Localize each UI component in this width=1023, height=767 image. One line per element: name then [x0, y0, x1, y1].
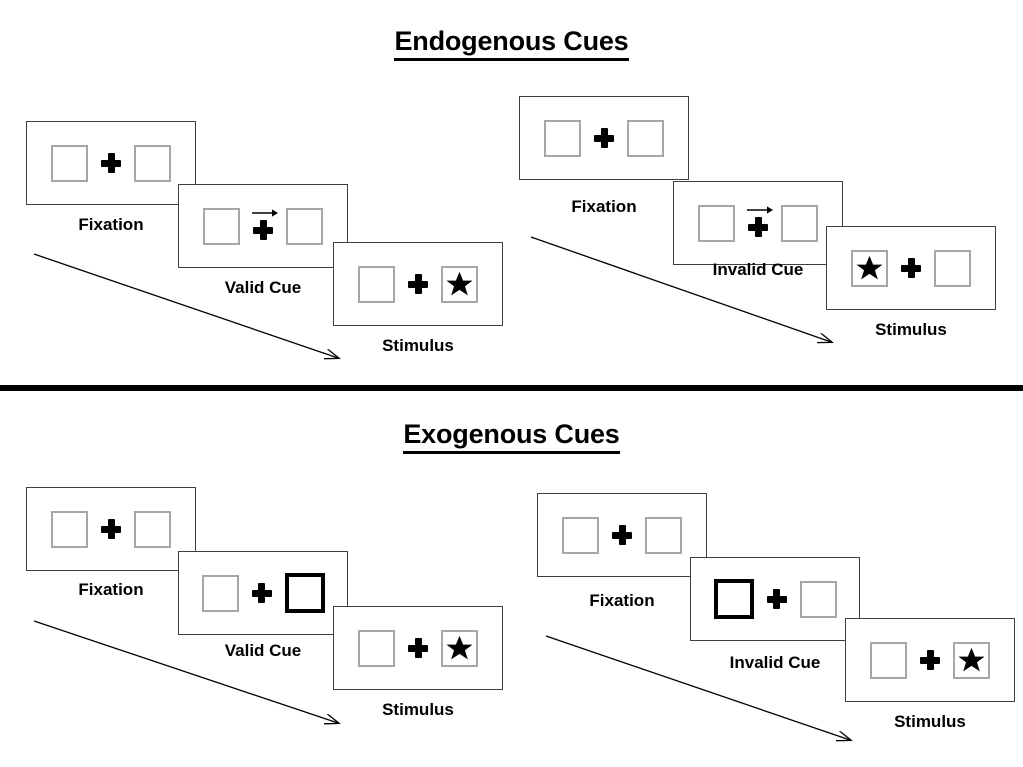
fixation-plus-icon: [766, 589, 787, 609]
endogenous-invalid-fixation-frame: [519, 96, 689, 180]
frame-content: [691, 558, 859, 640]
right-placeholder-box: [934, 249, 971, 287]
fixation-plus-icon: [612, 525, 632, 545]
right-placeholder-box: [286, 207, 323, 245]
right-arrow-icon: [747, 206, 773, 214]
exogenous-title-text: Exogenous Cues: [403, 419, 620, 454]
right-placeholder-box: [627, 119, 664, 157]
section-divider: [0, 385, 1023, 391]
left-placeholder-box: [870, 641, 907, 679]
star-icon: [446, 271, 473, 295]
exogenous-valid-cue-label: Valid Cue: [224, 641, 302, 660]
left-placeholder-box: [698, 204, 735, 242]
endogenous-valid-fixation-frame: [26, 121, 196, 205]
frame-content: [27, 122, 195, 204]
exogenous-valid-stimulus-frame: [333, 606, 503, 690]
endogenous-invalid-stimulus-frame: [826, 226, 996, 310]
star-icon: [856, 255, 883, 279]
fixation-plus-icon: [253, 220, 273, 240]
right-arrow-icon: [252, 209, 278, 217]
frame-content: [334, 243, 502, 325]
endogenous-valid-cue-label: Valid Cue: [224, 278, 302, 297]
star-icon: [446, 635, 473, 659]
left-placeholder-box-with-target: [851, 249, 888, 287]
left-placeholder-box: [544, 119, 581, 157]
exogenous-invalid-cue-frame: [690, 557, 860, 641]
exogenous-valid-cue-frame: [178, 551, 348, 635]
frame-content: [827, 227, 995, 309]
exogenous-valid-fixation-frame: [26, 487, 196, 571]
exogenous-invalid-stimulus-frame: [845, 618, 1015, 702]
fixation-plus-icon: [101, 153, 121, 173]
endogenous-valid-stimulus-label: Stimulus: [382, 336, 454, 355]
right-placeholder-box-with-target: [441, 629, 478, 667]
right-placeholder-box-with-target: [953, 641, 990, 679]
endogenous-invalid-fixation-label: Fixation: [571, 197, 637, 216]
left-placeholder-box: [51, 510, 88, 548]
diagonal-time-arrow-icon: [545, 635, 850, 740]
fixation-plus-icon: [251, 583, 272, 603]
fixation-plus-icon: [408, 274, 428, 294]
fixation-plus-icon: [594, 128, 614, 148]
left-placeholder-box: [201, 574, 239, 612]
exogenous-section-title: Exogenous Cues: [0, 419, 1023, 454]
frame-content: [846, 619, 1014, 701]
right-placeholder-box: [134, 144, 171, 182]
frame-content: [27, 488, 195, 570]
right-placeholder-box-with-target: [441, 265, 478, 303]
diagonal-time-arrow-icon: [33, 620, 338, 723]
left-placeholder-box-cued: [713, 579, 754, 619]
right-placeholder-box: [781, 204, 818, 242]
frame-content: [179, 185, 347, 267]
fixation-plus-icon: [101, 519, 121, 539]
left-placeholder-box: [358, 629, 395, 667]
right-placeholder-box: [645, 516, 682, 554]
exogenous-valid-fixation-label: Fixation: [78, 580, 144, 599]
frame-content: [334, 607, 502, 689]
exogenous-invalid-cue-label: Invalid Cue: [729, 653, 821, 672]
frame-content: [179, 552, 347, 634]
endogenous-invalid-stimulus-label: Stimulus: [875, 320, 947, 339]
fixation-plus-icon: [748, 217, 768, 237]
endogenous-valid-stimulus-frame: [333, 242, 503, 326]
right-placeholder-box: [799, 580, 837, 618]
endogenous-invalid-cue-frame: [673, 181, 843, 265]
fixation-plus-icon: [408, 638, 428, 658]
exogenous-invalid-fixation-label: Fixation: [589, 591, 655, 610]
fixation-plus-icon: [901, 258, 921, 278]
exogenous-invalid-fixation-frame: [537, 493, 707, 577]
endogenous-valid-cue-frame: [178, 184, 348, 268]
frame-content: [538, 494, 706, 576]
frame-content: [674, 182, 842, 264]
endogenous-invalid-cue-label: Invalid Cue: [712, 260, 804, 279]
star-icon: [958, 647, 985, 671]
endogenous-valid-fixation-label: Fixation: [78, 215, 144, 234]
exogenous-invalid-stimulus-label: Stimulus: [894, 712, 966, 731]
frame-content: [520, 97, 688, 179]
endogenous-title-text: Endogenous Cues: [394, 26, 629, 61]
exogenous-valid-stimulus-label: Stimulus: [382, 700, 454, 719]
left-placeholder-box: [203, 207, 240, 245]
fixation-plus-icon: [920, 650, 940, 670]
right-placeholder-box-cued: [284, 573, 325, 613]
left-placeholder-box: [562, 516, 599, 554]
left-placeholder-box: [51, 144, 88, 182]
left-placeholder-box: [358, 265, 395, 303]
endogenous-section-title: Endogenous Cues: [0, 26, 1023, 61]
diagonal-time-arrow-icon: [33, 253, 338, 358]
right-placeholder-box: [134, 510, 171, 548]
